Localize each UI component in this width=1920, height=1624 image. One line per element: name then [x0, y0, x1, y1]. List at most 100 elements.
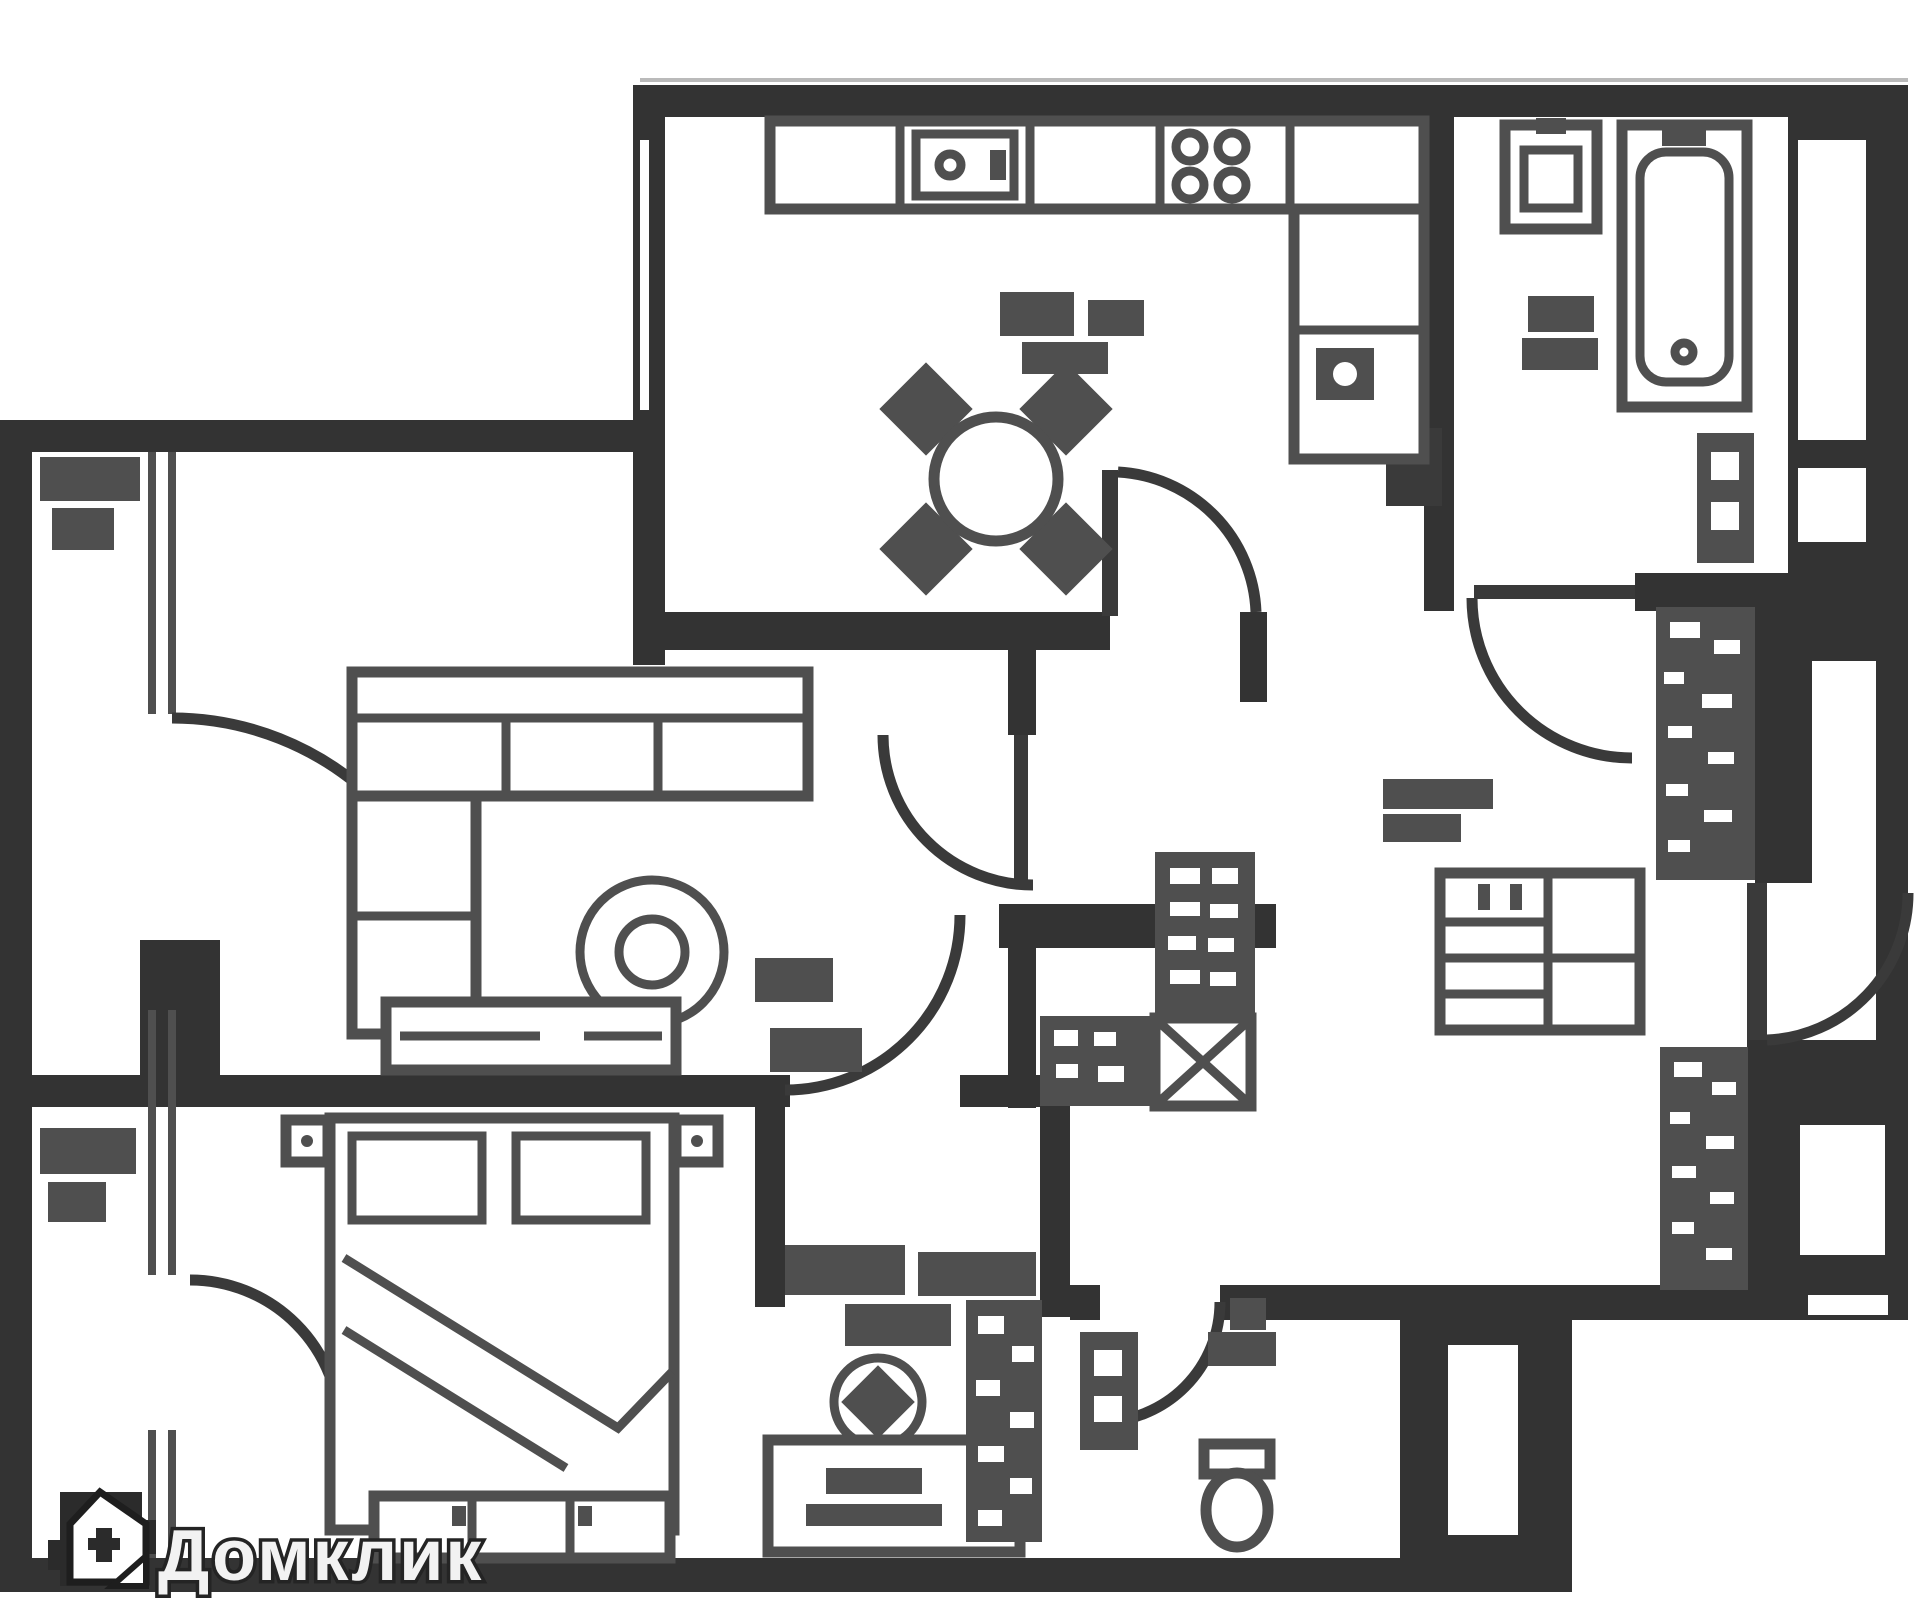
logo-fold: [104, 1549, 149, 1589]
wardrobe-speck: [1672, 1222, 1694, 1234]
wall-top: [640, 85, 1908, 117]
closet-unit: [1434, 867, 1646, 1036]
shelving-slot: [1012, 1346, 1034, 1362]
wardrobe-speck: [1704, 810, 1732, 822]
wall-top-left: [0, 420, 665, 452]
wall-bedroom-desk-divider: [755, 1107, 785, 1307]
wardrobe-speck: [1706, 1248, 1732, 1260]
bedroom-balcony-window-line: [148, 1107, 156, 1275]
label-pixels: [40, 457, 140, 501]
label-pixels: [1230, 1298, 1266, 1330]
wc-radiator: [1080, 1332, 1138, 1450]
burner: [1213, 166, 1251, 204]
watermark: Домклик: [48, 1487, 485, 1600]
shelving-slot: [978, 1316, 1004, 1334]
double-bed: [324, 1112, 680, 1536]
logo-house-cross: [88, 1538, 120, 1550]
sink-faucet: [990, 150, 1006, 180]
wall-loggia-divider: [30, 1075, 140, 1107]
sink-faucet: [1536, 118, 1566, 134]
label-pixels: [918, 1252, 1036, 1296]
radiator-slot: [1711, 452, 1739, 480]
entry-niche: [1800, 1125, 1885, 1255]
wall-bottom: [0, 1558, 1572, 1592]
sink-basin: [911, 129, 1019, 201]
wardrobe-speck: [1714, 640, 1740, 654]
bed-frame: [324, 1112, 680, 1536]
shelving-slot: [978, 1446, 1004, 1462]
loggia-top-label-blob: [40, 457, 140, 550]
wall-hall-east: [1755, 611, 1812, 883]
label-pixels: [1383, 779, 1493, 809]
loggia-bottom-label-blob: [40, 1128, 136, 1222]
nightstands: [280, 1114, 724, 1168]
shelving-slot: [1010, 1478, 1032, 1494]
burner: [1171, 128, 1209, 166]
toilet: [1198, 1438, 1276, 1553]
living-room-door-leaf: [1014, 735, 1028, 885]
wardrobe-speck: [1706, 1136, 1734, 1149]
wardrobe-speck: [1664, 672, 1684, 684]
wall-left: [0, 420, 32, 1590]
burner: [1171, 166, 1209, 204]
label-pixels: [40, 1128, 136, 1174]
wardrobe-speck: [1708, 752, 1734, 764]
closet-outline: [1434, 867, 1646, 1036]
kitchen-left-window-slot: [640, 140, 649, 410]
living-room-door-arc: [877, 734, 1034, 891]
kitchen-counter: [764, 115, 1430, 215]
radiator-slot: [1094, 1350, 1122, 1376]
washer-cross: [1156, 1019, 1250, 1105]
wc-sink-blob: [1208, 1298, 1276, 1366]
tv-stand: [380, 996, 682, 1076]
sink-outline: [1499, 119, 1603, 235]
entrance-door-leaf: [1747, 883, 1767, 1040]
bathroom-door-leaf: [1474, 585, 1635, 599]
hallway-label-blob: [1383, 779, 1493, 842]
cabinet-speck: [1094, 1032, 1116, 1046]
living-balcony-window-line: [148, 452, 156, 714]
entry-duct-niche: [1448, 1345, 1518, 1535]
nightstand: [280, 1114, 334, 1168]
balcony-windows: [148, 452, 176, 1558]
desk-area: [762, 1300, 1042, 1558]
toilet-bowl: [1200, 1467, 1274, 1553]
shelf-slot: [1210, 904, 1238, 918]
oven-dial: [1333, 362, 1357, 386]
closet-hook: [1510, 884, 1522, 910]
kitchen-sink: [911, 129, 1019, 201]
wardrobe-speck: [1710, 1192, 1734, 1204]
wall-hall-east-corner: [1812, 611, 1876, 661]
shelf-column: [1155, 852, 1255, 1018]
bedroom-balcony-window-line: [168, 1107, 176, 1275]
label-pixels: [48, 1182, 106, 1222]
hallway: [1040, 607, 1755, 1290]
wardrobe-speck: [1672, 1166, 1696, 1178]
wardrobe-handle: [578, 1506, 592, 1526]
low-cabinet: [1040, 1016, 1155, 1106]
shaft-niche-1: [1798, 140, 1866, 440]
entrance-door-arc: [1766, 892, 1914, 1046]
bathroom: [1499, 118, 1754, 563]
stove: [1171, 128, 1251, 204]
wardrobe-body: [1656, 607, 1755, 880]
label-pixels: [1000, 292, 1074, 336]
blanket-fold: [341, 1254, 676, 1434]
living-balcony-window-line: [168, 452, 176, 714]
bedroom-label-blob: [785, 1245, 1036, 1346]
rug-inner: [614, 914, 690, 990]
south-wall-slot: [1808, 1295, 1888, 1315]
dining-table-set: [879, 362, 1113, 596]
shelf-slot: [1212, 868, 1238, 884]
blanket-fold: [341, 1326, 569, 1472]
wardrobe-speck: [1666, 784, 1688, 796]
label-pixels: [770, 1028, 862, 1072]
closet-hook: [1478, 884, 1490, 910]
label-pixels: [52, 508, 114, 550]
bedroom-balcony-window-line: [168, 1430, 176, 1558]
wall-living-bedroom-east: [960, 1075, 1040, 1107]
nightstand-knob: [691, 1135, 703, 1147]
hanging-wardrobe-2: [1660, 1047, 1748, 1290]
cabinet-speck: [1056, 1064, 1078, 1078]
